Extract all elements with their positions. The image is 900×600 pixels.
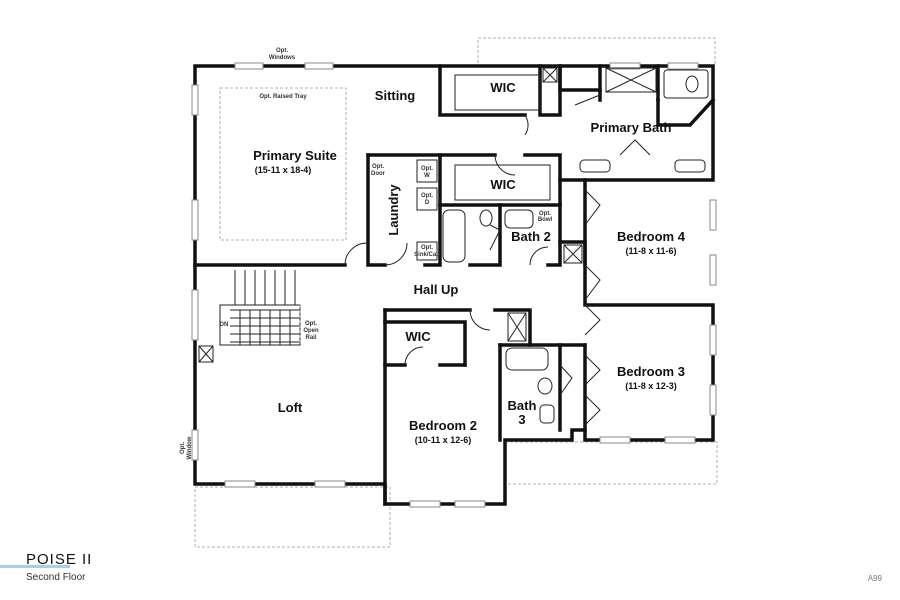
- room-label-loft: Loft: [278, 400, 303, 415]
- room-label-bath-3-line2: 3: [518, 412, 525, 427]
- fixtures: [198, 67, 709, 424]
- room-label-hall-up: Hall Up: [414, 282, 459, 297]
- raised-tray-outline: [219, 87, 347, 241]
- brand-accent-bar: [0, 565, 70, 568]
- note-opt-sink-2: Sink/Cab: [414, 252, 440, 258]
- door-swings: [344, 94, 651, 426]
- room-label-bedroom-4: Bedroom 4: [617, 229, 686, 244]
- staircase: [219, 270, 301, 346]
- room-label-sitting: Sitting: [375, 88, 415, 103]
- room-label-bath-3-line1: Bath: [508, 398, 537, 413]
- room-label-wic-primary-mid: WIC: [490, 177, 516, 192]
- room-label-bedroom-3: Bedroom 3: [617, 364, 685, 379]
- room-dims-bedroom-3: (11-8 x 12-3): [625, 381, 677, 391]
- note-opt-door-1: Opt.: [372, 164, 384, 170]
- note-opt-door-2: Door: [371, 171, 386, 177]
- plan-name: POISE II: [26, 551, 93, 568]
- room-dims-bedroom-4: (11-8 x 11-6): [625, 246, 676, 256]
- room-dims-primary-suite: (15-11 x 18-4): [255, 165, 312, 175]
- note-opt-bowl-1: Opt.: [539, 211, 551, 217]
- note-opt-open-rail-2: Open: [303, 328, 319, 334]
- room-label-primary-suite: Primary Suite: [253, 148, 337, 163]
- room-label-bath-2: Bath 2: [511, 229, 551, 244]
- room-label-wic-primary-top: WIC: [490, 80, 516, 95]
- floor-label: Second Floor: [26, 572, 86, 583]
- note-opt-bowl-2: Bowl: [538, 217, 553, 223]
- note-opt-open-rail-3: Rail: [305, 335, 316, 341]
- note-opt-sink-1: Opt.: [421, 245, 433, 251]
- note-opt-windows-2: Windows: [269, 55, 296, 61]
- optional-extension-bottom-left: [194, 486, 391, 548]
- plan-code: A99: [867, 574, 882, 583]
- optional-extension-top: [477, 37, 716, 67]
- optional-extension-bottom-right: [504, 441, 718, 485]
- note-opt-d-2: D: [425, 200, 430, 206]
- note-opt-w-1: Opt.: [421, 166, 433, 172]
- note-opt-window-2: Window: [187, 436, 193, 459]
- interior-walls: [193, 64, 716, 506]
- room-label-primary-bath: Primary Bath: [591, 120, 672, 135]
- note-opt-open-rail-1: Opt.: [305, 321, 317, 327]
- note-stairs-dn: DN: [220, 322, 229, 328]
- room-label-wic-bedroom-2: WIC: [405, 329, 431, 344]
- room-label-laundry: Laundry: [386, 184, 401, 236]
- note-opt-raised-tray: Opt. Raised Tray: [259, 94, 307, 100]
- note-opt-d-1: Opt.: [421, 193, 433, 199]
- note-opt-window-1: Opt.: [180, 442, 186, 454]
- windows: [191, 62, 717, 508]
- room-dims-bedroom-2: (10-11 x 12-6): [415, 435, 472, 445]
- note-opt-w-2: W: [424, 173, 430, 179]
- note-opt-windows-1: Opt.: [276, 48, 288, 54]
- room-label-bedroom-2: Bedroom 2: [409, 418, 477, 433]
